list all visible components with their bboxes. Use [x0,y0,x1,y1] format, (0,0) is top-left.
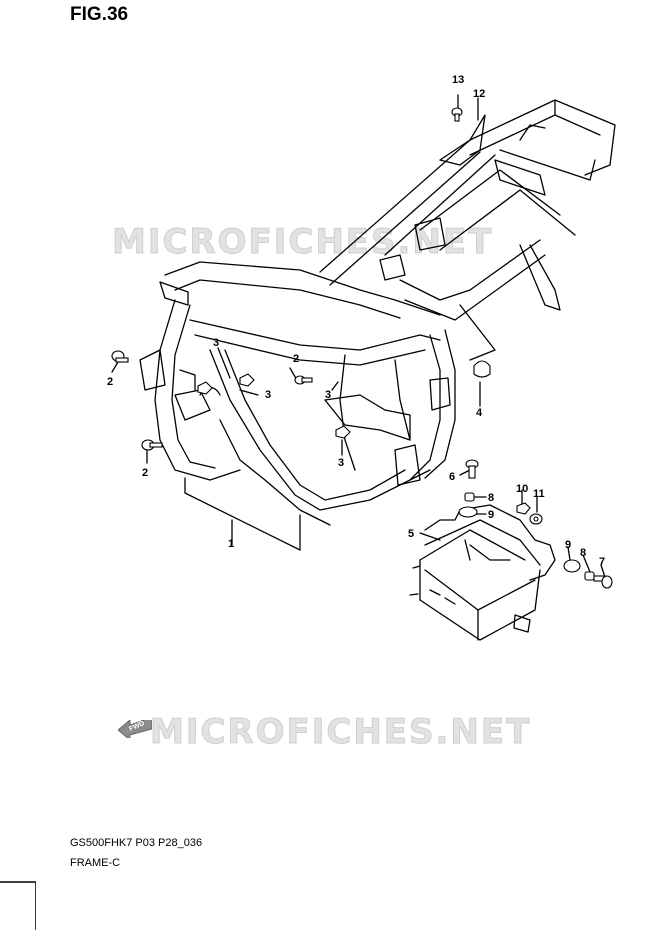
callout-labels: 13 12 2 3 3 2 3 2 3 4 6 8 9 10 11 5 9 8 … [107,74,605,568]
forward-arrow-icon [118,720,152,738]
callout-8-right: 8 [580,547,586,559]
callout-1: 1 [228,538,234,550]
callout-13: 13 [452,74,464,86]
callout-6: 6 [449,471,455,483]
callout-8: 8 [488,492,494,504]
callout-3-upper: 3 [213,337,219,349]
figure-code: GS500FHK7 P03 P28_036 [70,837,203,849]
callout-2-middle: 2 [293,353,299,365]
hardware-parts [111,107,613,589]
figure-name: FRAME-C [70,857,121,869]
callout-7: 7 [599,556,605,568]
figure-title: FIG.36 [70,4,129,25]
callout-9-right: 9 [565,539,571,551]
callout-10: 10 [516,483,528,495]
callout-2-lower: 2 [142,467,148,479]
callout-4: 4 [476,407,483,419]
callout-9: 9 [488,509,494,521]
callout-12: 12 [473,88,485,100]
watermark-bottom: MICROFICHES.NET [149,712,532,753]
frame-drawing [111,94,616,641]
page-corner-mark [0,881,36,930]
callout-5: 5 [408,528,414,540]
callout-3-lower: 3 [338,457,344,469]
callout-11: 11 [533,488,545,500]
watermark-top: MICROFICHES.NET [111,222,494,263]
callout-3-middle: 3 [265,389,271,401]
callout-3-right: 3 [325,389,331,401]
callout-2-left: 2 [107,376,113,388]
